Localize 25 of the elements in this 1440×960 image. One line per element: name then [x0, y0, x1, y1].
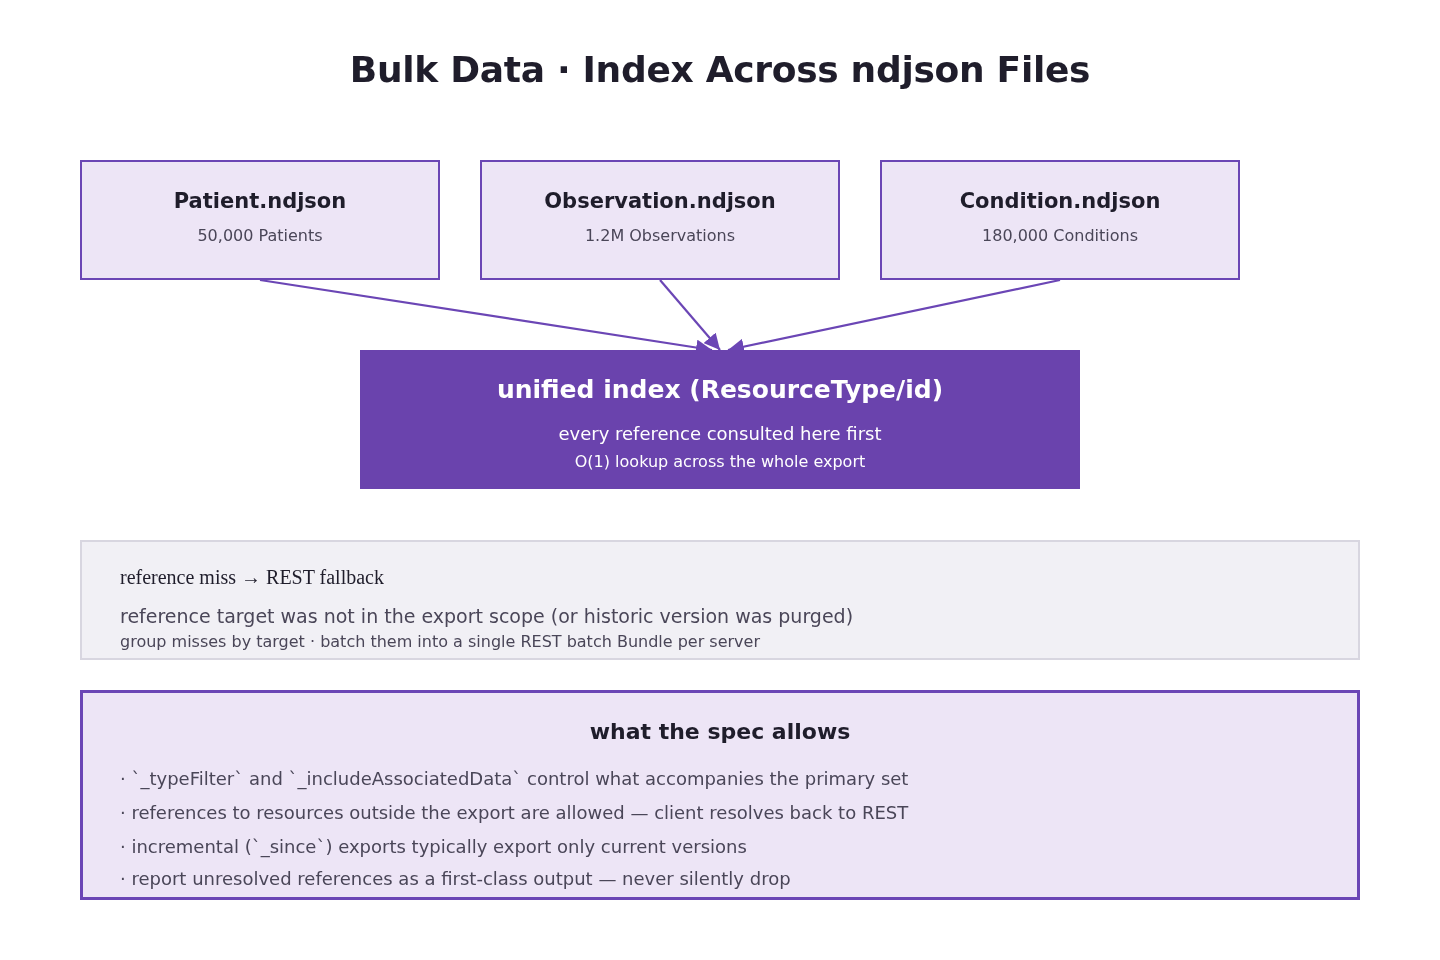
- box-title: Observation.ndjson: [544, 188, 776, 215]
- file-box: [80, 160, 440, 280]
- box-title: Condition.ndjson: [959, 188, 1161, 215]
- bullet-item: · report unresolved references as a first-class output — never silently drop: [120, 867, 791, 891]
- box-title: Patient.ndjson: [173, 188, 347, 215]
- file-box: [480, 160, 840, 280]
- file-box: [880, 160, 1240, 280]
- panel-heading: reference miss → REST fallback: [120, 565, 384, 590]
- bullet-item: · references to resources outside the export are allowed — client resolves back to REST: [120, 801, 909, 825]
- index-box: [360, 350, 1080, 489]
- note-panel: [80, 540, 1360, 660]
- panel-text: group misses by target · batch them into a single REST batch Bundle per server: [120, 631, 760, 653]
- box-title: unified index (ResourceType/id): [496, 374, 944, 406]
- box-text: every reference consulted here first: [558, 422, 882, 446]
- box-subtitle: 180,000 Conditions: [982, 225, 1138, 247]
- panel-text: reference target was not in the export scope (or historic version was purged): [120, 604, 854, 629]
- panel-heading: what the spec allows: [589, 718, 851, 746]
- bullet-item: · `_typeFilter` and `_includeAssociatedData` control what accompanies the primary set: [120, 767, 909, 792]
- box-subtitle: 50,000 Patients: [197, 225, 323, 247]
- diagram-title: Bulk Data · Index Across ndjson Files: [349, 48, 1091, 92]
- box-text: O(1) lookup across the whole export: [574, 451, 866, 473]
- arrow: [659, 279, 721, 351]
- info-panel: [80, 690, 1360, 900]
- bullet-item: · incremental (`_since`) exports typically export only current versions: [120, 835, 747, 860]
- box-subtitle: 1.2M Observations: [584, 225, 736, 247]
